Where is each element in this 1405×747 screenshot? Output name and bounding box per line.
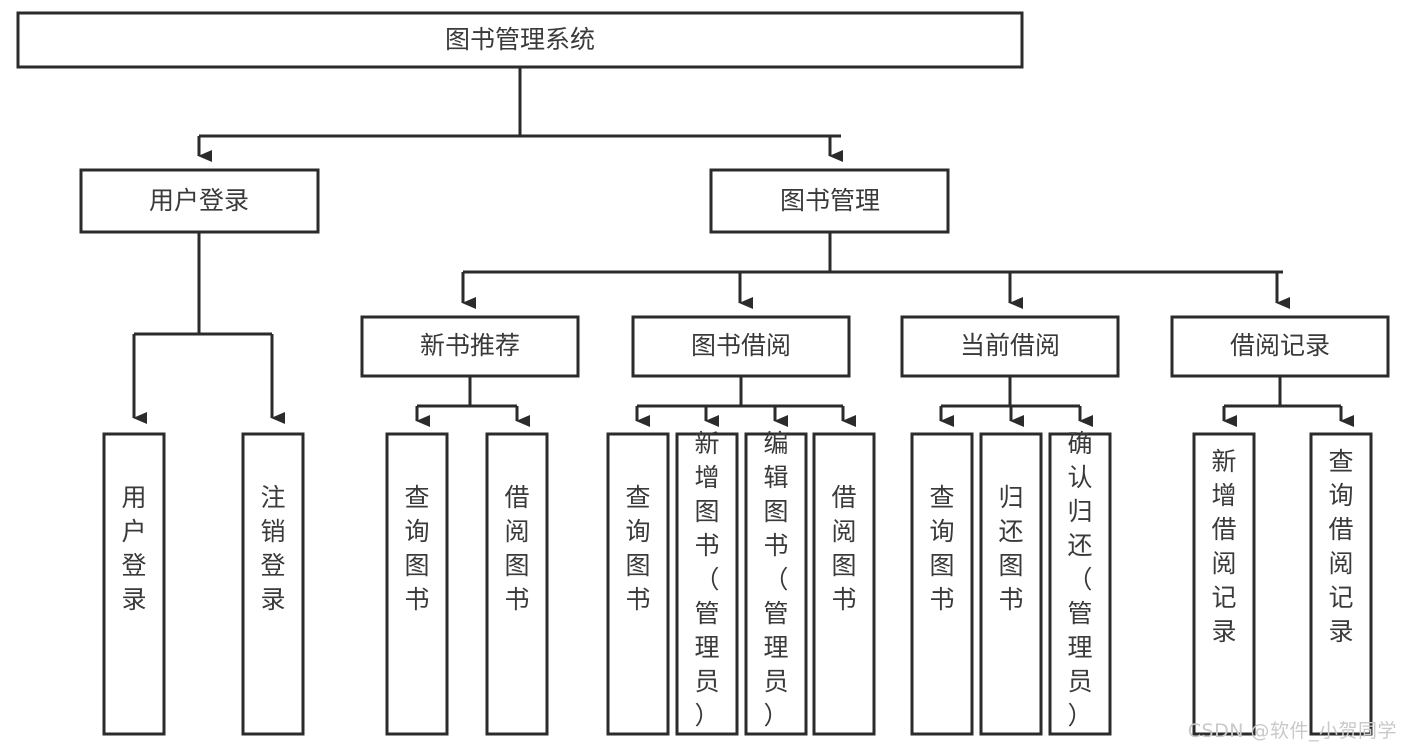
leaf-new-book-2-box[interactable] [485, 432, 549, 736]
leaf-new-book-1[interactable]: 查询图书 [385, 432, 449, 736]
edges-borrow-record-to-leaves [1222, 376, 1354, 427]
node-user-login[interactable]: 用户登录 [79, 168, 320, 234]
leaf-user-login-2[interactable]: 注销登录 [241, 432, 305, 736]
leaf-book-borrow-1[interactable]: 查询图书 [606, 432, 670, 736]
leaf-book-borrow-1-label: 查询图书 [625, 483, 650, 614]
leaf-borrow-record-2-label: 查询借阅记录 [1328, 447, 1353, 646]
leaf-user-login-1[interactable]: 用户登录 [102, 432, 166, 736]
edges-book-borrow-to-leaves [635, 376, 856, 427]
node-borrow-record[interactable]: 借阅记录 [1170, 315, 1390, 378]
leaf-borrow-record-2[interactable]: 查询借阅记录 [1309, 432, 1373, 736]
leaf-book-borrow-4-label: 借阅图书 [831, 483, 856, 614]
node-book-management-label: 图书管理 [780, 186, 880, 215]
leaf-new-book-1-box[interactable] [385, 432, 449, 736]
leaf-current-borrow-3[interactable]: 确认归还（管理员） [1048, 429, 1112, 736]
leaf-current-borrow-2-box[interactable] [979, 432, 1043, 736]
node-book-management-box[interactable] [709, 168, 950, 234]
leaf-book-borrow-4[interactable]: 借阅图书 [812, 432, 876, 736]
edges-book-management-to-level3 [461, 232, 1290, 309]
node-book-borrow-box[interactable] [631, 315, 851, 378]
leaf-new-book-2-label: 借阅图书 [504, 483, 529, 614]
node-current-borrow[interactable]: 当前借阅 [900, 315, 1120, 378]
leaf-current-borrow-1[interactable]: 查询图书 [910, 432, 974, 736]
leaf-user-login-2-label: 注销登录 [260, 483, 285, 614]
node-borrow-record-label: 借阅记录 [1230, 331, 1330, 360]
node-new-book-recommend-label: 新书推荐 [420, 331, 520, 360]
node-new-book-recommend[interactable]: 新书推荐 [360, 315, 580, 378]
node-user-login-box[interactable] [79, 168, 320, 234]
edges-current-borrow-to-leaves [939, 376, 1093, 427]
csdn-watermark: CSDN @软件_小贺同学 [1187, 720, 1397, 742]
node-root-system-box[interactable] [16, 11, 1024, 69]
leaf-borrow-record-2-box[interactable] [1309, 432, 1373, 736]
leaf-current-borrow-2[interactable]: 归还图书 [979, 432, 1043, 736]
edges-user-login-to-leaves [132, 232, 285, 424]
node-current-borrow-box[interactable] [900, 315, 1120, 378]
leaf-book-borrow-2[interactable]: 新增图书（管理员） [675, 429, 739, 736]
leaf-book-borrow-4-box[interactable] [812, 432, 876, 736]
leaf-book-borrow-3-label: 编辑图书（管理员） [763, 429, 788, 730]
leaf-user-login-1-label: 用户登录 [121, 483, 146, 614]
node-root-system-label: 图书管理系统 [445, 25, 595, 54]
leaf-book-borrow-2-label: 新增图书（管理员） [694, 429, 719, 730]
leaf-user-login-2-box[interactable] [241, 432, 305, 736]
leaf-current-borrow-2-label: 归还图书 [998, 483, 1023, 614]
node-root-system[interactable]: 图书管理系统 [16, 11, 1024, 69]
node-book-management[interactable]: 图书管理 [709, 168, 950, 234]
leaf-book-borrow-1-box[interactable] [606, 432, 670, 736]
leaf-borrow-record-1[interactable]: 新增借阅记录 [1192, 432, 1256, 736]
leaf-current-borrow-3-label: 确认归还（管理员） [1067, 429, 1092, 730]
node-book-borrow-label: 图书借阅 [691, 331, 791, 360]
leaf-current-borrow-3-box[interactable] [1048, 432, 1112, 736]
node-book-borrow[interactable]: 图书借阅 [631, 315, 851, 378]
leaf-new-book-2[interactable]: 借阅图书 [485, 432, 549, 736]
edges-new-book-to-leaves [415, 376, 530, 427]
edges-root-to-level2 [197, 67, 843, 162]
leaf-book-borrow-3[interactable]: 编辑图书（管理员） [744, 429, 808, 736]
leaf-current-borrow-1-label: 查询图书 [929, 483, 954, 614]
leaf-new-book-1-label: 查询图书 [404, 483, 429, 614]
node-new-book-recommend-box[interactable] [360, 315, 580, 378]
node-borrow-record-box[interactable] [1170, 315, 1390, 378]
leaf-user-login-1-box[interactable] [102, 432, 166, 736]
leaf-borrow-record-1-label: 新增借阅记录 [1211, 447, 1236, 646]
leaf-borrow-record-1-box[interactable] [1192, 432, 1256, 736]
leaf-book-borrow-3-box[interactable] [744, 432, 808, 736]
node-user-login-label: 用户登录 [149, 186, 249, 215]
leaf-book-borrow-2-box[interactable] [675, 432, 739, 736]
node-current-borrow-label: 当前借阅 [960, 331, 1060, 360]
leaf-current-borrow-1-box[interactable] [910, 432, 974, 736]
